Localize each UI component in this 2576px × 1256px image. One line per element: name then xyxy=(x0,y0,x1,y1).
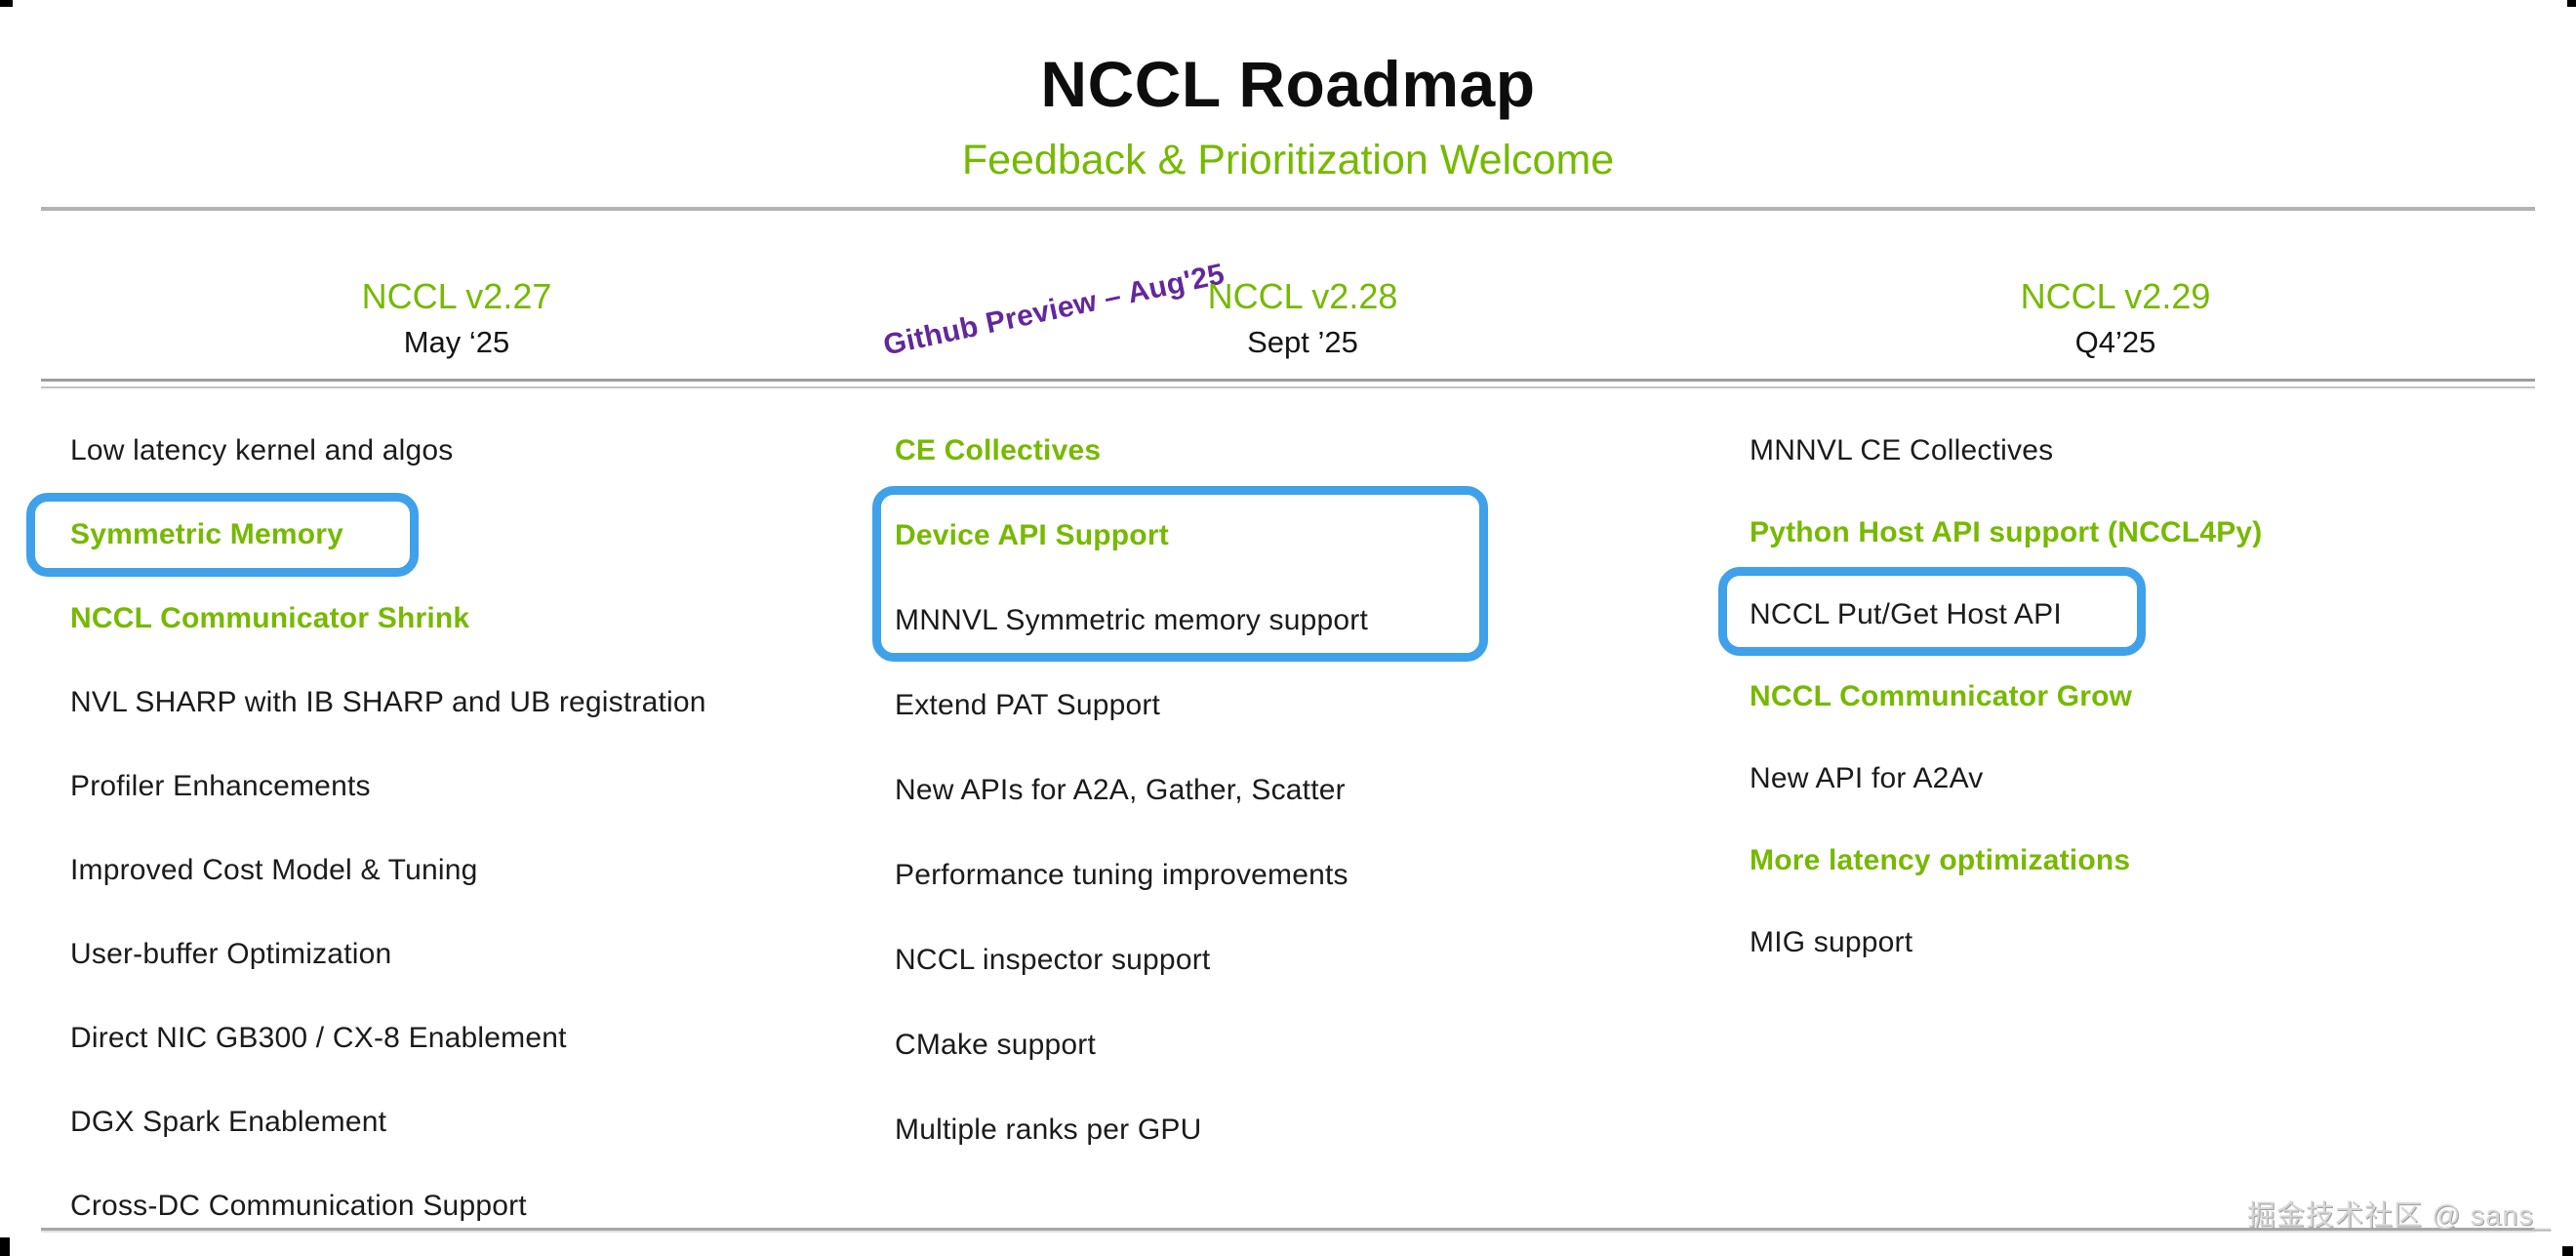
roadmap-item: NCCL Communicator Shrink xyxy=(70,602,470,634)
divider-bottom xyxy=(41,1228,2535,1231)
roadmap-item: New API for A2Av xyxy=(1750,762,1984,794)
highlight-box-put-get-host-api xyxy=(1718,567,2146,656)
watermark: 掘金技术社区 @ sans_ xyxy=(2247,1200,2551,1232)
date-label: Sept ’25 xyxy=(1247,325,1358,359)
roadmap-item: Multiple ranks per GPU xyxy=(895,1114,1202,1146)
column-header-v2-28: NCCL v2.28 Sept ’25 xyxy=(1107,275,1498,362)
divider-top xyxy=(41,207,2535,211)
roadmap-item: MNNVL CE Collectives xyxy=(1750,434,2054,466)
roadmap-item: NCCL inspector support xyxy=(895,944,1211,976)
roadmap-item: Improved Cost Model & Tuning xyxy=(70,854,478,886)
roadmap-item: Performance tuning improvements xyxy=(895,859,1348,891)
roadmap-item: Profiler Enhancements xyxy=(70,770,371,802)
roadmap-item: CMake support xyxy=(895,1029,1097,1061)
version-label: NCCL v2.29 xyxy=(2020,276,2211,316)
divider-header xyxy=(41,379,2535,388)
column-header-v2-27: NCCL v2.27 May ‘25 xyxy=(262,275,652,362)
column-header-v2-29: NCCL v2.29 Q4’25 xyxy=(1920,275,2311,362)
roadmap-item: NVL SHARP with IB SHARP and UB registrat… xyxy=(70,686,706,718)
roadmap-item: DGX Spark Enablement xyxy=(70,1106,387,1138)
highlight-box-device-api xyxy=(872,486,1488,662)
corner-mark-top-right xyxy=(2567,0,2576,7)
roadmap-item: MIG support xyxy=(1750,926,1913,958)
highlight-box-symmetric-memory xyxy=(26,493,419,577)
roadmap-item: Python Host API support (NCCL4Py) xyxy=(1750,516,2263,548)
corner-mark-bottom-right xyxy=(2562,1246,2573,1256)
roadmap-item: NCCL Put/Get Host API xyxy=(1750,598,2062,630)
roadmap-item: Low latency kernel and algos xyxy=(70,434,454,466)
roadmap-item: User-buffer Optimization xyxy=(70,938,392,970)
roadmap-item: NCCL Communicator Grow xyxy=(1750,680,2133,712)
date-label: Q4’25 xyxy=(2074,325,2156,359)
roadmap-item: Device API Support xyxy=(895,519,1169,551)
roadmap-item: More latency optimizations xyxy=(1750,844,2131,876)
date-label: May ‘25 xyxy=(403,325,510,359)
roadmap-item: Cross-DC Communication Support xyxy=(70,1190,527,1222)
version-label: NCCL v2.27 xyxy=(361,276,552,316)
roadmap-item: MNNVL Symmetric memory support xyxy=(895,604,1368,636)
roadmap-item: Direct NIC GB300 / CX-8 Enablement xyxy=(70,1022,567,1054)
page-title: NCCL Roadmap xyxy=(1040,48,1536,120)
version-label: NCCL v2.28 xyxy=(1207,276,1398,316)
corner-mark-top-left xyxy=(0,0,13,7)
page-subtitle: Feedback & Prioritization Welcome xyxy=(961,137,1615,183)
roadmap-item: Symmetric Memory xyxy=(70,518,343,550)
roadmap-item: New APIs for A2A, Gather, Scatter xyxy=(895,774,1346,806)
corner-mark-bottom-left xyxy=(0,1237,10,1256)
roadmap-item: CE Collectives xyxy=(895,434,1102,466)
roadmap-item: Extend PAT Support xyxy=(895,689,1161,721)
